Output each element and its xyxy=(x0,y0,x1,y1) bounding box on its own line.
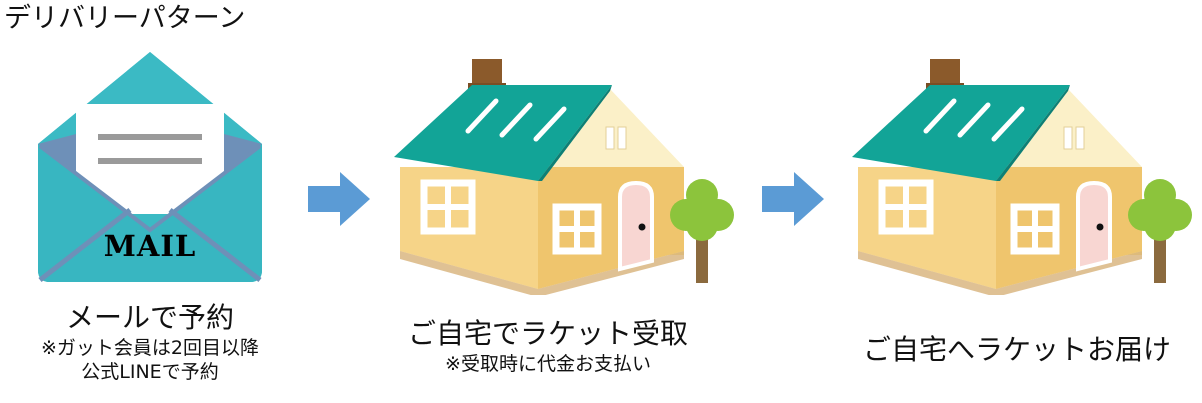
step-1-note-1: ※ガット会員は2回目以降 xyxy=(40,337,259,359)
step-1-caption-block: メールで予約 ※ガット会員は2回目以降 公式LINEで予約 xyxy=(20,300,280,384)
mail-label: MAIL xyxy=(104,229,197,263)
arrow-right-icon xyxy=(308,172,370,226)
step-1-caption: メールで予約 xyxy=(65,301,234,334)
house-icon xyxy=(394,59,734,295)
step-3-caption: ご自宅へラケットお届け xyxy=(862,333,1171,366)
step-2-caption-block: ご自宅でラケット受取 ※受取時に代金お支払い xyxy=(388,316,708,376)
house-icon xyxy=(852,59,1192,295)
step-3-caption-block: ご自宅へラケットお届け xyxy=(852,332,1182,368)
arrow-right-icon xyxy=(762,172,824,226)
step-1-note-2: 公式LINEで予約 xyxy=(81,361,219,383)
step-2-caption: ご自宅でラケット受取 xyxy=(407,317,688,350)
page-title: デリバリーパターン xyxy=(4,3,246,34)
mail-envelope-icon: MAIL xyxy=(38,52,262,282)
step-2-note-1: ※受取時に代金お支払い xyxy=(445,353,651,375)
